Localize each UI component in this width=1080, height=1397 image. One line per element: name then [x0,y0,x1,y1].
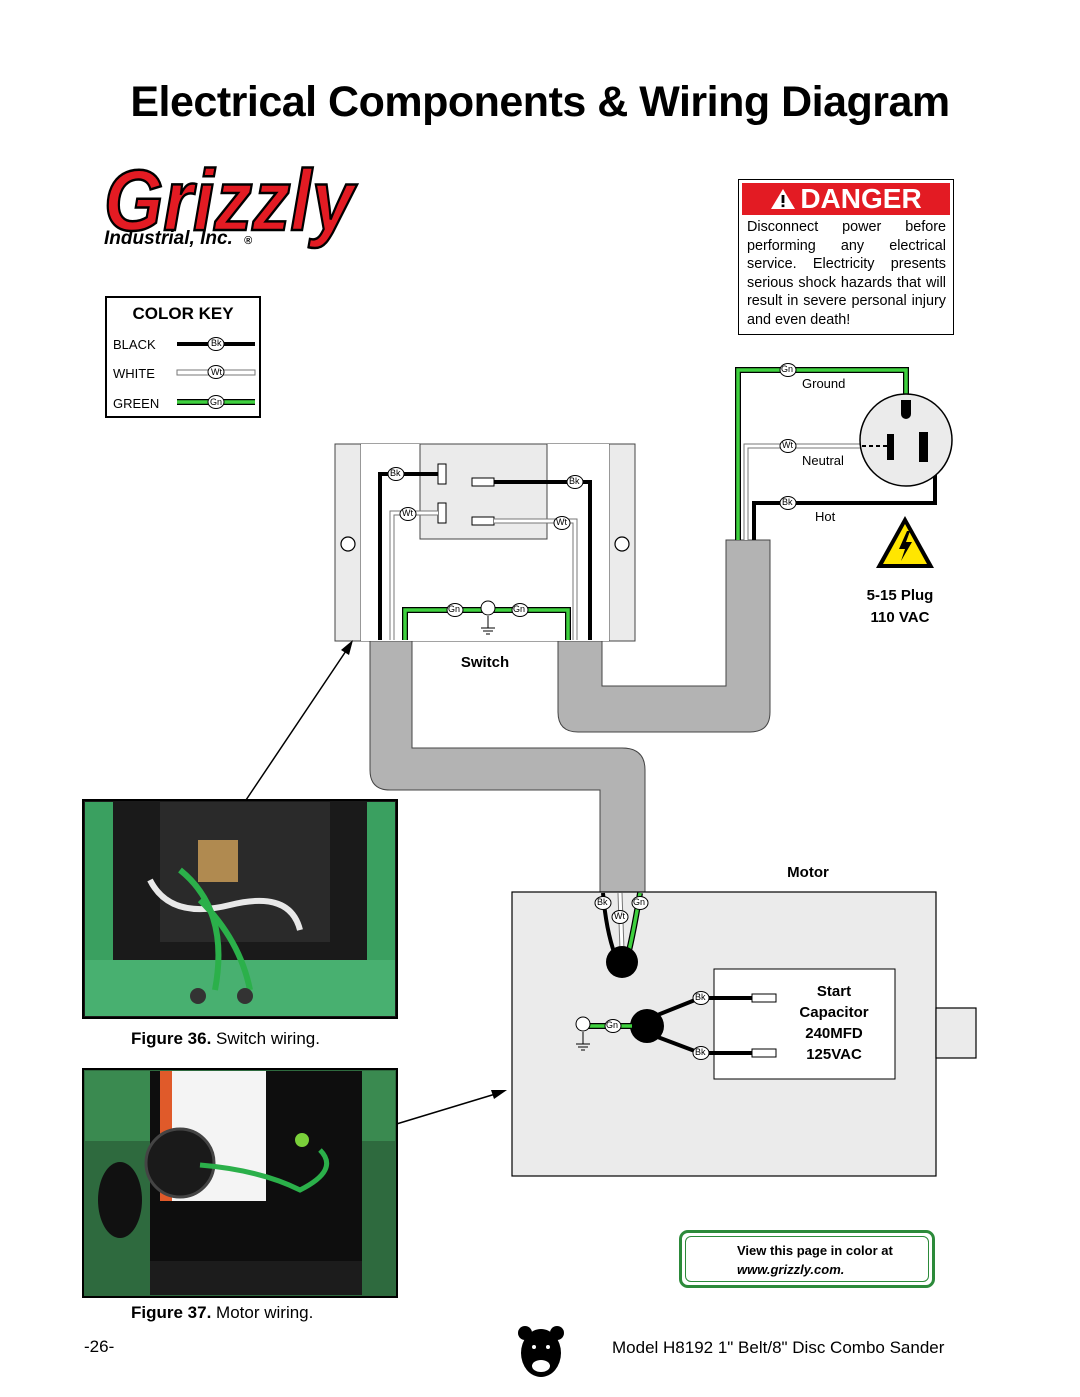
switch-bk-tag-right: Bk [569,476,580,486]
ground-label: Ground [802,376,846,391]
switch-mount-hole-left [340,536,356,552]
figure-36-number: Figure 36. [131,1029,212,1048]
page-title: Electrical Components & Wiring Diagram [130,78,950,126]
motor-wt-tag: Wt [614,911,625,921]
figure-36-caption: Figure 36. Switch wiring. [131,1029,320,1049]
view-color-link[interactable]: www.grizzly.com. [737,1262,845,1277]
grizzly-logo: Grizzly Industrial, Inc. ® [100,152,360,255]
plug-type-label: 5-15 Plug [866,587,934,604]
capacitor-bk-tag-top: Bk [695,992,706,1002]
warning-triangle-icon [771,189,796,209]
color-key-wt-tag: Wt [211,367,222,377]
motor-terminal [606,946,638,978]
color-key: COLOR KEY BLACK WHITE GREEN Bk Wt Gn [105,296,261,418]
motor-shaft [935,1007,977,1059]
capacitor-line-2: Capacitor [799,1004,869,1021]
neutral-label: Neutral [802,453,844,468]
svg-text:Grizzly: Grizzly [104,158,358,249]
figure-37-caption: Figure 37. Motor wiring. [131,1303,313,1323]
capacitor-bk-tag-bottom: Bk [695,1047,706,1057]
registered-mark: ® [244,235,253,247]
switch-wiring-photo [82,799,398,1019]
switch-wt-tag-left: Wt [402,508,413,518]
motor-conduit [369,639,646,896]
switch-wt-tag-right: Wt [556,517,567,527]
logo-subtitle: Industrial, Inc. [104,228,233,249]
figure-37-number: Figure 37. [131,1303,212,1322]
motor-ground-gn-tag: Gn [606,1020,619,1030]
hot-label: Hot [815,509,836,524]
footer-model: Model H8192 1" Belt/8" Disc Combo Sander [612,1338,945,1357]
capacitor-line-3: 240MFD [805,1025,863,1042]
plug-gn-tag: Gn [781,364,794,374]
capacitor-junction [630,1009,664,1043]
switch-ground-screw [480,600,496,616]
danger-text: Disconnect power before performing any e… [747,219,946,328]
motor-wiring-photo [82,1068,398,1298]
grizzly-bear-icon [518,1326,564,1377]
figure-37-text: Motor wiring. [216,1303,314,1322]
plug-voltage-label: 110 VAC [870,609,930,626]
danger-heading: DANGER [800,183,922,214]
color-key-title: COLOR KEY [132,304,234,323]
motor-bk-tag: Bk [597,897,608,907]
view-color-line-1: View this page in color at [737,1243,893,1258]
capacitor-box [713,968,896,1080]
figure-36-text: Switch wiring. [216,1029,320,1048]
danger-header: DANGER [742,183,950,215]
switch-gn-tag-right: Gn [513,604,526,614]
motor-gn-tag: Gn [633,897,646,907]
color-key-green-label: GREEN [113,396,160,411]
danger-notice: DANGER Disconnect power before performin… [738,179,954,335]
color-key-bk-tag: Bk [211,338,222,348]
page-number: -26- [84,1337,115,1356]
motor-ground-screw [575,1016,591,1032]
color-key-white-label: WHITE [113,366,155,381]
switch-bk-tag-left: Bk [390,468,401,478]
switch-label: Switch [460,654,510,671]
color-key-gn-tag: Gn [210,397,223,407]
plug-wt-tag: Wt [782,440,793,450]
capacitor-line-4: 125VAC [806,1046,862,1063]
capacitor-line-1: Start [816,983,852,1000]
view-color-notice: View this page in color at www.grizzly.c… [679,1230,935,1288]
motor-label: Motor [787,864,829,881]
color-key-swatches [176,337,256,409]
switch-gn-tag-left: Gn [448,604,461,614]
plug-5-15-face [859,393,953,487]
switch-mount-hole-right [614,536,630,552]
plug-bk-tag: Bk [782,497,793,507]
switch-pointer-arrow [245,644,351,801]
color-key-black-label: BLACK [113,337,156,352]
